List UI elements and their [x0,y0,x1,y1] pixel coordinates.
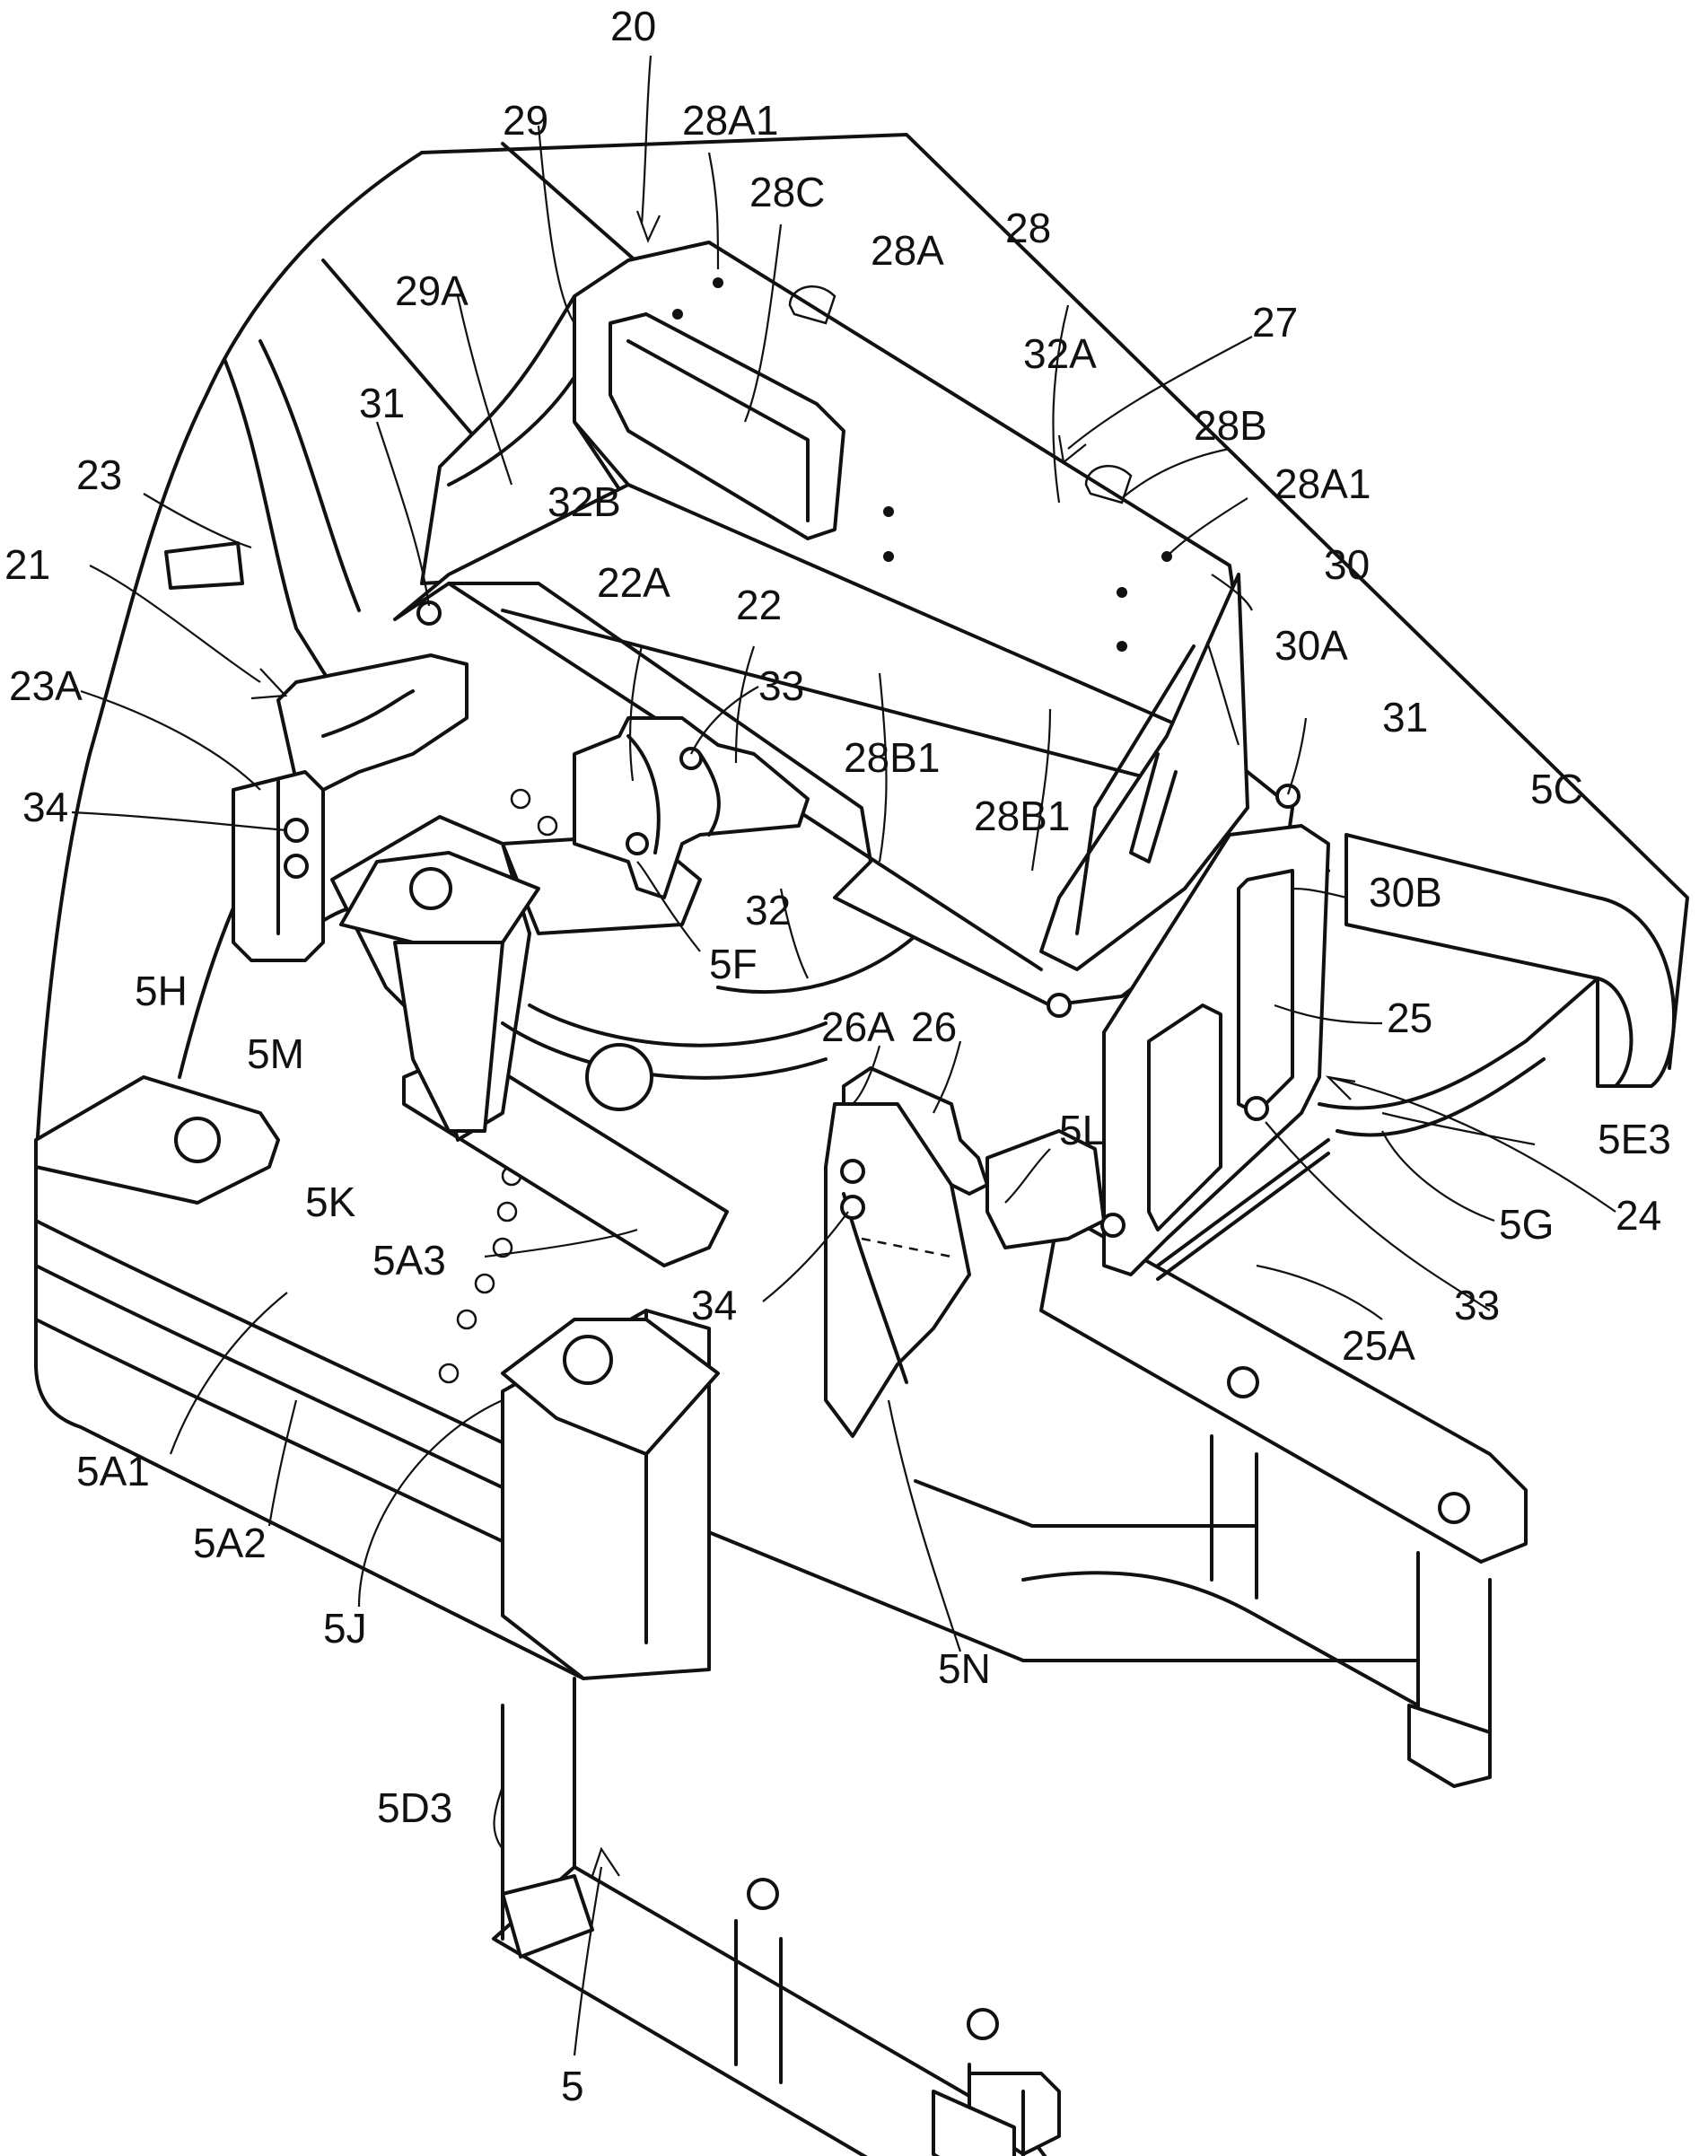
label-5A3: 5A3 [372,1237,446,1284]
label-20: 20 [610,3,656,49]
label-5L: 5L [1059,1107,1105,1153]
label-32A: 32A [1023,330,1097,377]
label-31-right: 31 [1382,694,1428,741]
label-23A: 23A [9,662,83,709]
label-27: 27 [1252,299,1298,346]
label-5K: 5K [305,1179,356,1225]
label-32: 32 [745,887,791,933]
label-5N: 5N [938,1645,991,1692]
label-29A: 29A [395,267,469,314]
label-32B: 32B [547,478,621,525]
label-33-top: 33 [758,662,804,709]
label-34-right: 34 [691,1282,737,1328]
label-28A1-top: 28A1 [682,97,778,144]
label-23: 23 [76,451,122,498]
label-5G: 5G [1499,1201,1554,1248]
label-24: 24 [1616,1192,1661,1239]
label-28A: 28A [871,227,944,274]
label-25: 25 [1387,995,1432,1041]
label-29: 29 [503,97,548,144]
label-33-bottom: 33 [1454,1282,1500,1328]
label-5A2: 5A2 [193,1520,267,1566]
label-26: 26 [911,1004,957,1050]
label-5A1: 5A1 [76,1448,150,1494]
label-28A1-right: 28A1 [1274,460,1371,507]
label-5D3: 5D3 [377,1784,452,1831]
label-28C: 28C [749,169,825,215]
reference-labels: 20 29 28A1 28C 28A 28 27 32A 29A 28B 28A… [4,3,1671,2109]
label-28B: 28B [1194,402,1267,449]
label-5C: 5C [1530,766,1583,812]
label-28B1-left: 28B1 [844,734,940,781]
label-5H: 5H [135,968,188,1014]
label-5J: 5J [323,1605,367,1652]
label-5: 5 [561,2063,584,2109]
label-21: 21 [4,541,50,588]
label-22A: 22A [597,559,670,606]
label-28: 28 [1005,205,1051,251]
label-5M: 5M [247,1030,304,1077]
label-30A: 30A [1274,622,1348,669]
label-25A: 25A [1342,1322,1415,1369]
label-30: 30 [1324,541,1370,588]
label-5F: 5F [709,941,758,987]
label-34-left: 34 [22,784,68,830]
label-26A: 26A [821,1004,895,1050]
label-5E3: 5E3 [1598,1116,1671,1162]
label-28B1-right: 28B1 [974,793,1070,839]
label-30B: 30B [1369,869,1442,916]
label-31-left: 31 [359,380,405,426]
label-22: 22 [736,582,782,628]
